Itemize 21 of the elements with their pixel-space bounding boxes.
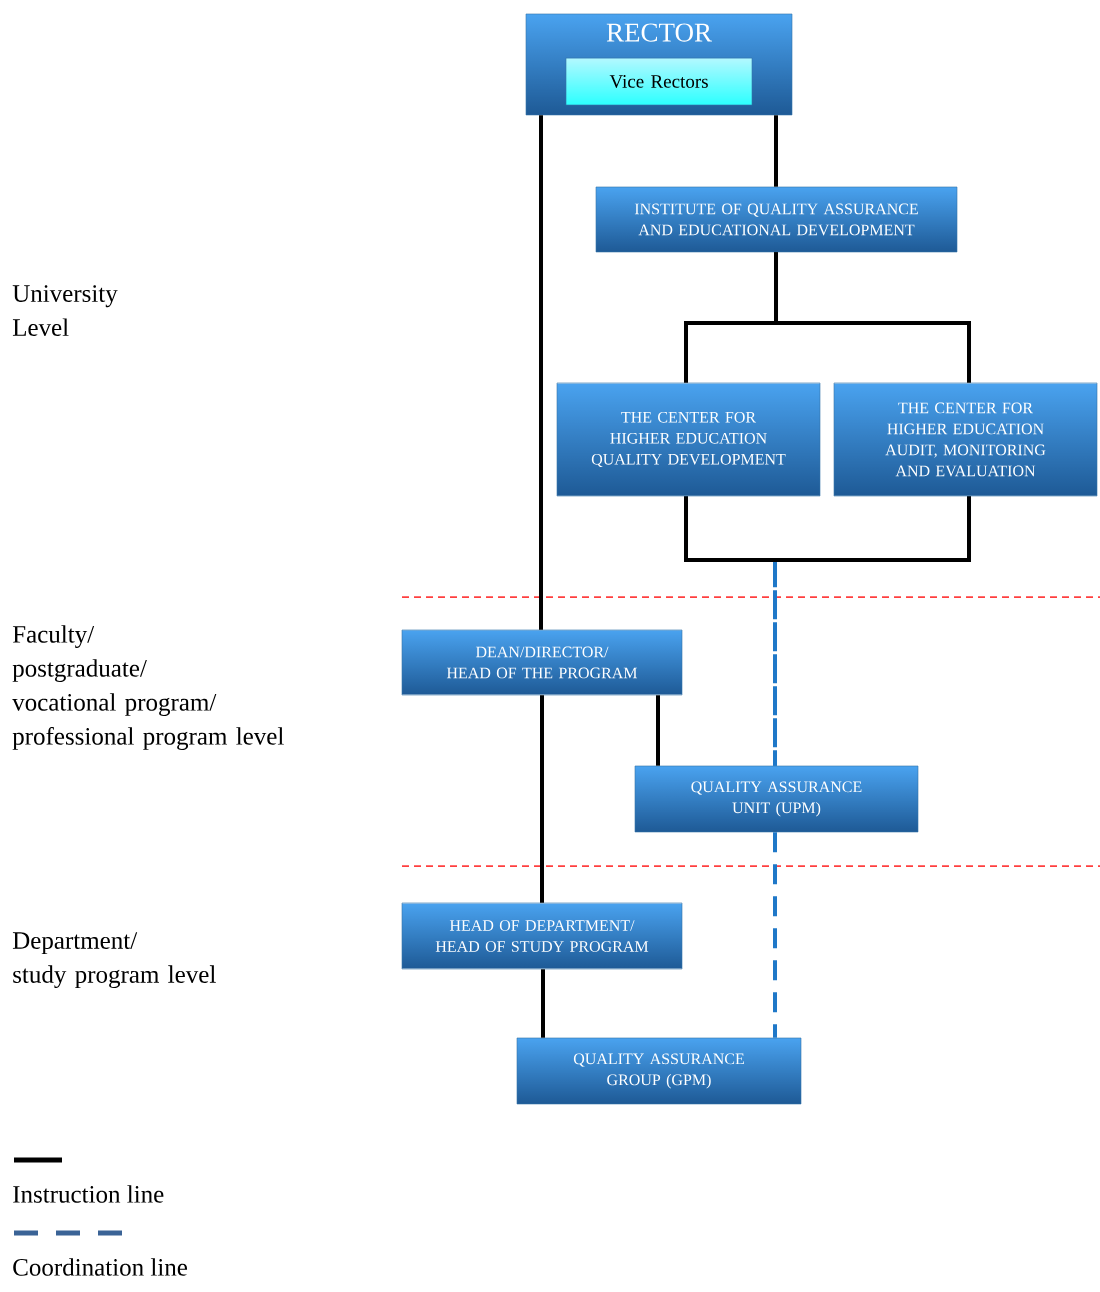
- level-label: Faculty/ postgraduate/ vocational program/ professional program level: [12, 625, 284, 750]
- unit-box: QUALITY ASSURANCE GROUP (GPM): [516, 1037, 802, 1105]
- instruction-line: [774, 252, 971, 383]
- instruction-line: [541, 969, 545, 1038]
- instruction-line: [774, 115, 778, 187]
- level-label: University Level: [12, 285, 118, 336]
- unit-box: THE CENTER FOR HIGHER EDUCATION AUDIT, MONITORING AND EVALUATION: [833, 382, 1098, 497]
- unit-box: INSTITUTE OF QUALITY ASSURANCE AND EDUCATIONAL DEVELOPMENT: [595, 186, 958, 253]
- instruction-line: [540, 695, 544, 903]
- unit-box: THE CENTER FOR HIGHER EDUCATION QUALITY DEVELOPMENT: [556, 382, 821, 497]
- unit-box: QUALITY ASSURANCE UNIT (UPM): [634, 765, 919, 833]
- level-label: Department/ study program level: [12, 932, 216, 989]
- unit-box: HEAD OF DEPARTMENT/ HEAD OF STUDY PROGRAM: [401, 902, 683, 970]
- instruction-line: [684, 496, 971, 562]
- vice-rectors-box: Vice Rectors: [565, 57, 753, 106]
- legend-label: Coordination line: [13, 1258, 188, 1276]
- coordination-line: [773, 832, 777, 1038]
- instruction-line: [656, 695, 660, 766]
- legend-label: Instruction line: [13, 1185, 164, 1203]
- unit-box: DEAN/DIRECTOR/ HEAD OF THE PROGRAM: [401, 629, 683, 696]
- instruction-line: [539, 115, 543, 630]
